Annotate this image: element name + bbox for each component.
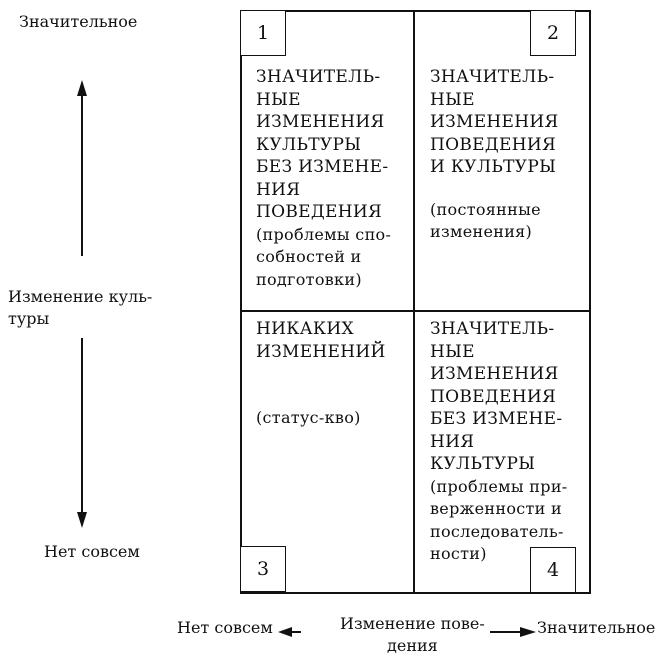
quadrant-1-heading: ЗНАЧИТЕЛЬ- НЫЕ ИЗМЕНЕНИЯ КУЛЬТУРЫ БЕЗ ИЗ… <box>256 67 389 222</box>
matrix-vertical-divider <box>413 10 415 594</box>
quadrant-1-number: 1 <box>240 10 286 56</box>
quadrant-1-note: (проблемы спо- собностей и подготовки) <box>256 224 392 289</box>
quadrant-4-heading: ЗНАЧИТЕЛЬ- НЫЕ ИЗМЕНЕНИЯ ПОВЕДЕНИЯ БЕЗ И… <box>430 319 563 474</box>
quadrant-2-number: 2 <box>530 10 576 56</box>
matrix-frame <box>240 10 591 594</box>
x-axis-arrow-right <box>490 627 536 637</box>
x-axis-left-label: Нет совсем <box>177 618 273 637</box>
y-axis-arrow-down <box>77 338 87 528</box>
y-axis-title: Изменение куль- туры <box>8 287 153 328</box>
quadrant-3-number: 3 <box>240 546 286 592</box>
matrix-horizontal-divider <box>240 310 591 312</box>
quadrant-3-note: (статус-кво) <box>256 408 361 427</box>
quadrant-2: ЗНАЧИТЕЛЬ- НЫЕ ИЗМЕНЕНИЯ ПОВЕДЕНИЯ И КУЛ… <box>430 66 559 244</box>
quadrant-4: ЗНАЧИТЕЛЬ- НЫЕ ИЗМЕНЕНИЯ ПОВЕДЕНИЯ БЕЗ И… <box>430 318 568 566</box>
quadrant-2-heading: ЗНАЧИТЕЛЬ- НЫЕ ИЗМЕНЕНИЯ ПОВЕДЕНИЯ И КУЛ… <box>430 67 559 177</box>
quadrant-3-heading: НИКАКИХ ИЗМЕНЕНИЙ <box>256 319 386 362</box>
y-axis-arrow-up <box>77 80 87 256</box>
quadrant-4-number: 4 <box>530 547 576 593</box>
x-axis-arrow-left <box>278 627 301 637</box>
x-axis-title: Изменение пове- дения <box>340 614 485 655</box>
quadrant-2-note: (постоянные изменения) <box>430 199 541 242</box>
quadrant-3: НИКАКИХ ИЗМЕНЕНИЙ (статус-кво) <box>256 318 386 430</box>
y-axis-top-label: Значительное <box>19 12 138 31</box>
quadrant-4-note: (проблемы при- верженности и последовате… <box>430 476 568 564</box>
x-axis-right-label: Значительное <box>537 618 656 637</box>
quadrant-1: ЗНАЧИТЕЛЬ- НЫЕ ИЗМЕНЕНИЯ КУЛЬТУРЫ БЕЗ ИЗ… <box>256 66 391 291</box>
y-axis-bottom-label: Нет совсем <box>44 542 140 561</box>
